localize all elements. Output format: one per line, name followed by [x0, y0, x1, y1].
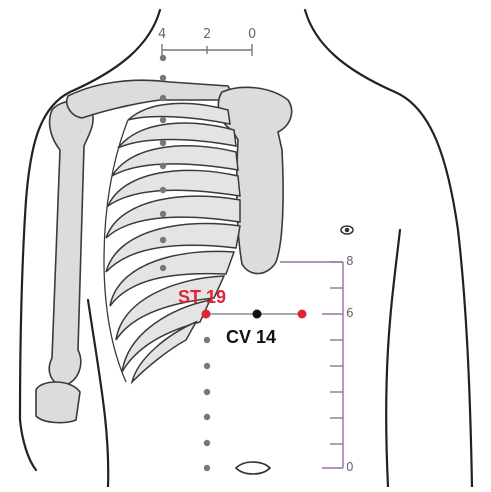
guide-dots-lower: [204, 337, 210, 471]
guide-dot: [160, 140, 166, 146]
ruler-label-6: 6: [346, 307, 354, 319]
guide-dot: [160, 117, 166, 123]
nipple-marker: [341, 226, 353, 234]
guide-dot: [160, 187, 166, 193]
cv14-point: [253, 310, 262, 319]
guide-dot: [204, 440, 210, 446]
arm-bones: [36, 101, 93, 422]
scale-label-0: 0: [248, 28, 256, 41]
navel-marker: [236, 462, 270, 474]
guide-dot: [160, 211, 166, 217]
guide-dot: [204, 465, 210, 471]
guide-dot: [160, 95, 166, 101]
ribcage: [106, 103, 240, 382]
st19-label: ST 19: [178, 288, 226, 306]
guide-dot: [160, 265, 166, 271]
guide-dot: [204, 337, 210, 343]
right-ruler: [280, 262, 343, 468]
st19-opposite-point: [298, 310, 307, 319]
st19-point: [202, 310, 211, 319]
guide-dot: [204, 389, 210, 395]
guide-dot: [160, 55, 166, 61]
guide-dot: [160, 237, 166, 243]
cv14-label: CV 14: [226, 328, 276, 346]
ruler-label-0: 0: [346, 461, 354, 473]
ruler-label-8: 8: [346, 255, 354, 267]
guide-dot: [204, 414, 210, 420]
guide-dot: [160, 75, 166, 81]
scale-label-4: 4: [158, 28, 166, 41]
top-scale-bar: [162, 44, 252, 56]
guide-dot: [160, 163, 166, 169]
guide-dot: [204, 363, 210, 369]
scale-label-2: 2: [203, 28, 211, 41]
